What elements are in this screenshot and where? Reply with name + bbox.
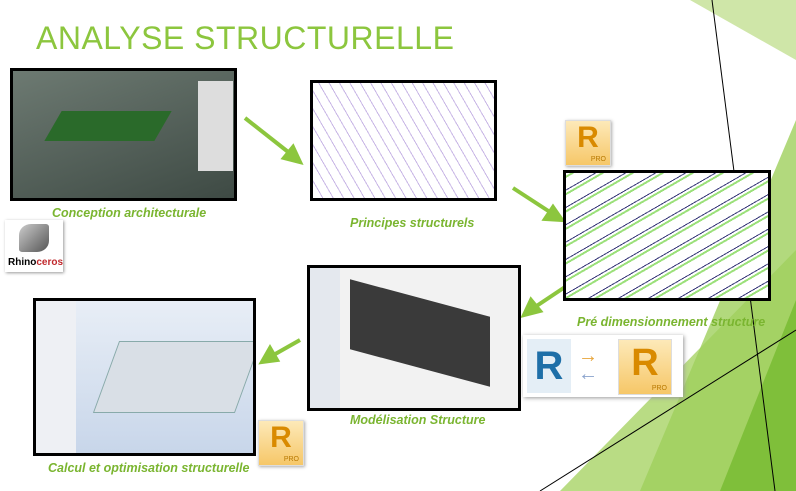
structural-principles-screenshot	[310, 80, 497, 201]
revit-icon: R	[527, 339, 571, 393]
step-label-modelisation: Modélisation Structure	[350, 413, 486, 427]
robot-calc-screenshot	[33, 298, 256, 456]
step-label-principes: Principes structurels	[350, 216, 475, 230]
step-label-predimensionnement: Pré dimensionnement structure	[577, 315, 766, 329]
rhinoceros-logo: Rhinoceros	[5, 220, 63, 272]
revit-model-screenshot	[307, 265, 521, 411]
step-label-conception: Conception architecturale	[52, 206, 207, 220]
rhino-screenshot	[10, 68, 237, 201]
exchange-arrows-icon: →←	[578, 345, 598, 385]
step-label-calcul: Calcul et optimisation structurelle	[48, 461, 250, 475]
page-title: ANALYSE STRUCTURELLE	[36, 20, 455, 56]
predimension-screenshot	[563, 170, 771, 301]
